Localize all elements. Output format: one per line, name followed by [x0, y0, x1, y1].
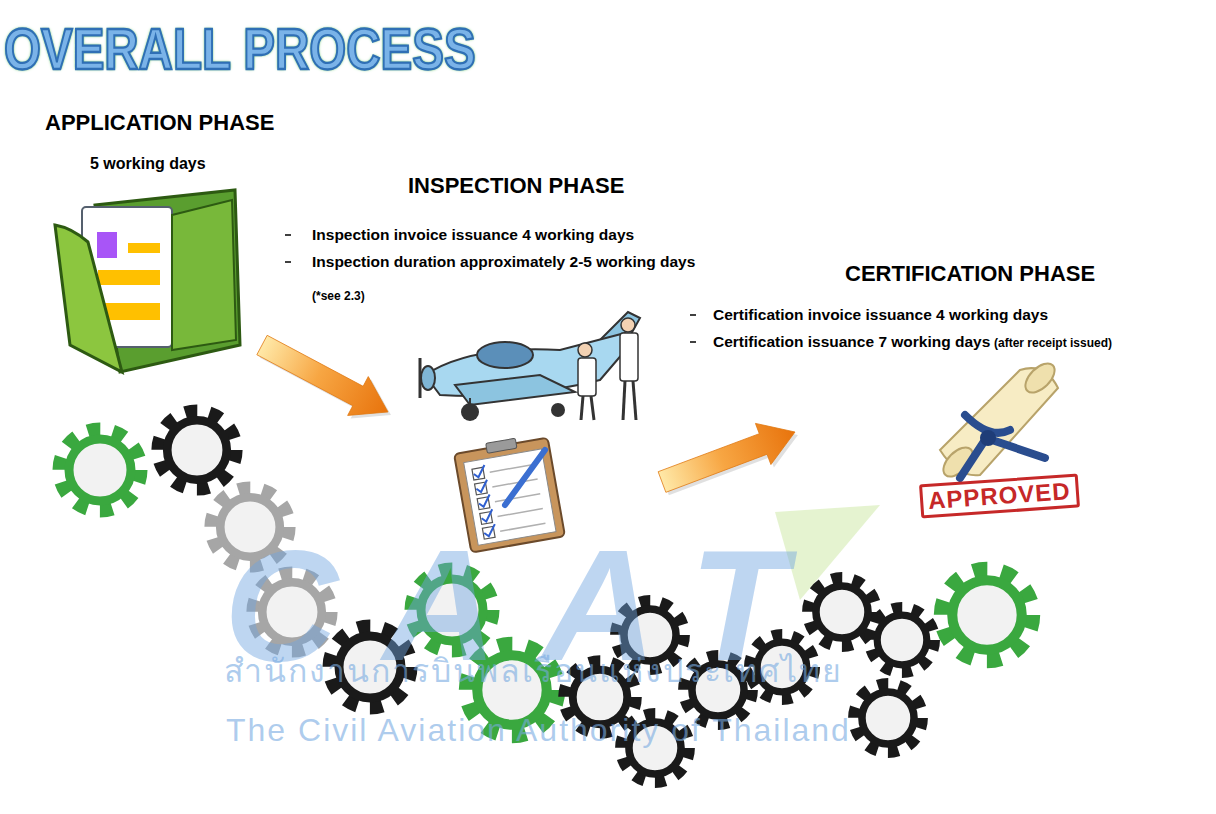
- phase-duration: 5 working days: [90, 156, 206, 172]
- phase-step: Certification invoice issuance 4 working…: [713, 307, 1048, 323]
- phase-node: APPLICATION PHASE5 working days: [45, 190, 262, 375]
- aircraft-illustration: [420, 312, 640, 421]
- phase-step: Inspection invoice issuance 4 working da…: [312, 227, 634, 243]
- watermark-name: สำนักงานการบินพลเรือนแห่งประเทศไทย: [224, 655, 843, 687]
- flow-arrow: [658, 423, 795, 492]
- bullet-dash: [285, 235, 696, 342]
- approved-stamp: APPROVED: [919, 474, 1080, 519]
- phase-heading: APPLICATION PHASE: [45, 112, 274, 134]
- diploma-illustration: [938, 358, 1060, 482]
- phase-heading: CERTIFICATION PHASE: [845, 263, 1095, 285]
- phase-node: INSPECTION PHASEInspection invoice issua…: [388, 318, 662, 550]
- arrow-shadow: [661, 426, 798, 495]
- phase-node: CERTIFICATION PHASECertification invoice…: [795, 360, 1085, 520]
- arrow-shadow: [260, 338, 391, 418]
- phase-note: (*see 2.3): [312, 290, 365, 302]
- page-title: OVERALL PROCESS: [4, 21, 476, 79]
- phase-step: Certification issuance 7 working days: [713, 334, 990, 350]
- phase-step: Inspection duration approximately 2-5 wo…: [312, 254, 695, 270]
- phase-heading: INSPECTION PHASE: [408, 175, 624, 197]
- pen-illustration: [505, 450, 545, 505]
- folder-illustration: [55, 190, 240, 372]
- phase-note: (after receipt issued): [994, 337, 1112, 349]
- gear-chain: [60, 412, 1032, 782]
- flow-arrow: [257, 335, 388, 415]
- watermark-name: The Civil Aviation Authority of Thailand: [226, 714, 851, 746]
